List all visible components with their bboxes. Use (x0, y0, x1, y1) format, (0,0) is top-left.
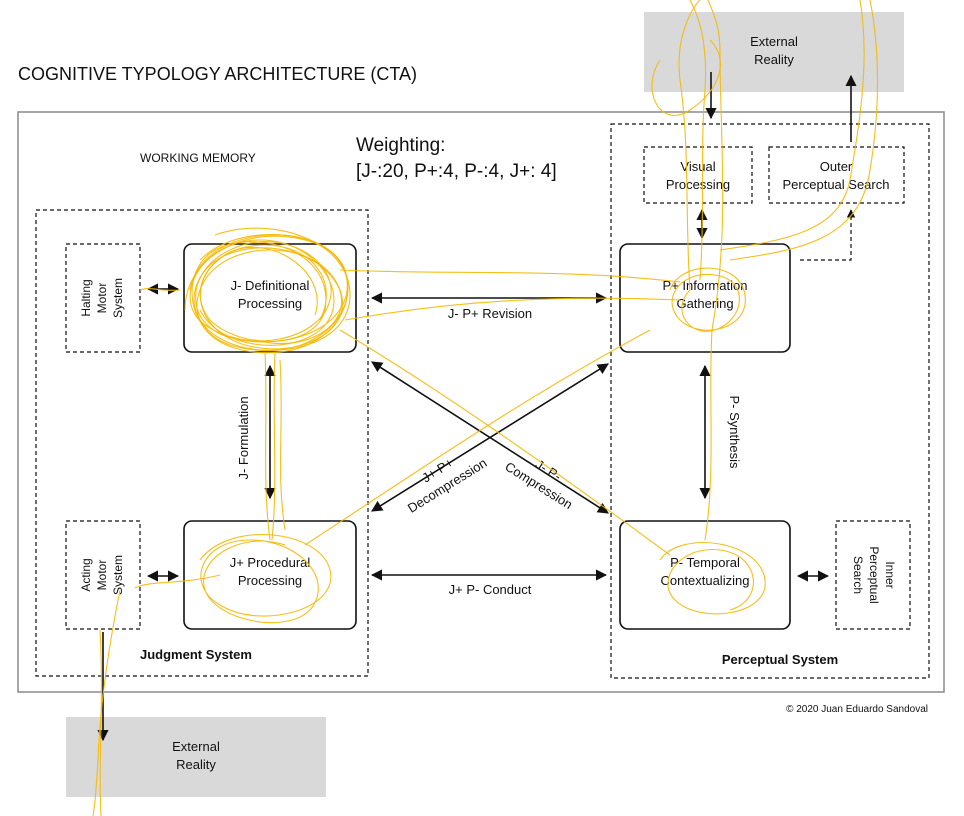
info-to-outer-search-arrow (800, 209, 856, 261)
external-reality-bottom-line2: Reality (176, 757, 216, 772)
trace-decompression (304, 329, 651, 546)
halting-motor-system-box (65, 243, 141, 353)
information-line2: Gathering (676, 296, 733, 311)
activity-traces (92, 0, 879, 816)
external-reality-top-line2: Reality (754, 52, 794, 67)
outer-search-line1: Outer (820, 159, 853, 174)
trace-revision-1 (339, 269, 681, 283)
acting-motor-system-box (65, 520, 141, 630)
inner-search-line1: Inner (883, 561, 897, 588)
halting-line3: System (111, 278, 125, 318)
external-reality-top-line1: External (750, 34, 798, 49)
visual-line1: Visual (680, 159, 715, 174)
revision-label: J- P+ Revision (448, 306, 532, 321)
inner-search-line3: Search (851, 556, 865, 594)
acting-line1: Acting (79, 558, 93, 591)
trace-visual-loop (651, 39, 721, 116)
procedural-line1: J+ Procedural (230, 555, 311, 570)
trace-external-top-4 (729, 0, 879, 261)
definitional-line2: Processing (238, 296, 302, 311)
trace-external-top-2 (689, 0, 707, 281)
judgment-system-label: Judgment System (140, 647, 252, 662)
trace-halting (139, 288, 181, 291)
inner-perceptual-search-box (835, 520, 911, 630)
halting-line1: Halting (79, 279, 93, 316)
trace-formulation-3 (279, 359, 286, 531)
trace-external-bottom-2 (99, 629, 102, 816)
trace-compression (339, 329, 671, 556)
perceptual-system-label: Perceptual System (722, 652, 838, 667)
trace-revision-2 (344, 297, 681, 321)
trace-external-top-5 (707, 0, 724, 331)
temporal-contextualizing-box (619, 520, 791, 630)
trace-tangle-temporal (659, 542, 766, 615)
acting-line3: System (111, 555, 125, 595)
weighting-values: [J-:20, P+:4, P-:4, J+: 4] (356, 161, 557, 182)
compression-arrow (371, 361, 609, 514)
definitional-line1: J- Definitional (231, 278, 310, 293)
temporal-line2: Contextualizing (661, 573, 750, 588)
external-reality-top-box (644, 12, 904, 92)
trace-external-top-1 (678, 0, 701, 291)
trace-tangle-definitional-3 (191, 227, 351, 352)
diagram-title: COGNITIVE TYPOLOGY ARCHITECTURE (CTA) (18, 64, 417, 84)
working-memory-frame (17, 111, 945, 693)
copyright: © 2020 Juan Eduardo Sandoval (786, 704, 928, 715)
visual-processing-box (643, 146, 753, 204)
outer-perceptual-search-box (768, 146, 905, 204)
working-memory-label: WORKING MEMORY (140, 151, 256, 165)
trace-tangle-definitional-4 (184, 235, 349, 354)
procedural-line2: Processing (238, 573, 302, 588)
trace-tangle-procedural (199, 533, 332, 624)
halting-line2: Motor (95, 283, 109, 314)
trace-external-top-3 (719, 0, 865, 251)
synthesis-label: P- Synthesis (727, 396, 742, 469)
trace-acting (134, 574, 221, 589)
perceptual-system-frame (610, 123, 930, 679)
trace-external-bottom-1 (92, 589, 121, 816)
acting-line2: Motor (95, 560, 109, 591)
visual-line2: Processing (666, 177, 730, 192)
weighting-label: Weighting: (356, 135, 445, 156)
outer-search-line2: Perceptual Search (783, 177, 890, 192)
external-reality-bottom-line1: External (172, 739, 220, 754)
conduct-label: J+ P- Conduct (449, 582, 532, 597)
external-reality-bottom-box (66, 717, 326, 797)
formulation-label: J- Formulation (236, 396, 251, 479)
trace-formulation-2 (271, 351, 276, 541)
inner-search-line2: Perceptual (867, 546, 881, 603)
temporal-line1: P- Temporal (670, 555, 740, 570)
trace-synthesis (704, 329, 713, 541)
trace-formulation-1 (264, 351, 271, 541)
